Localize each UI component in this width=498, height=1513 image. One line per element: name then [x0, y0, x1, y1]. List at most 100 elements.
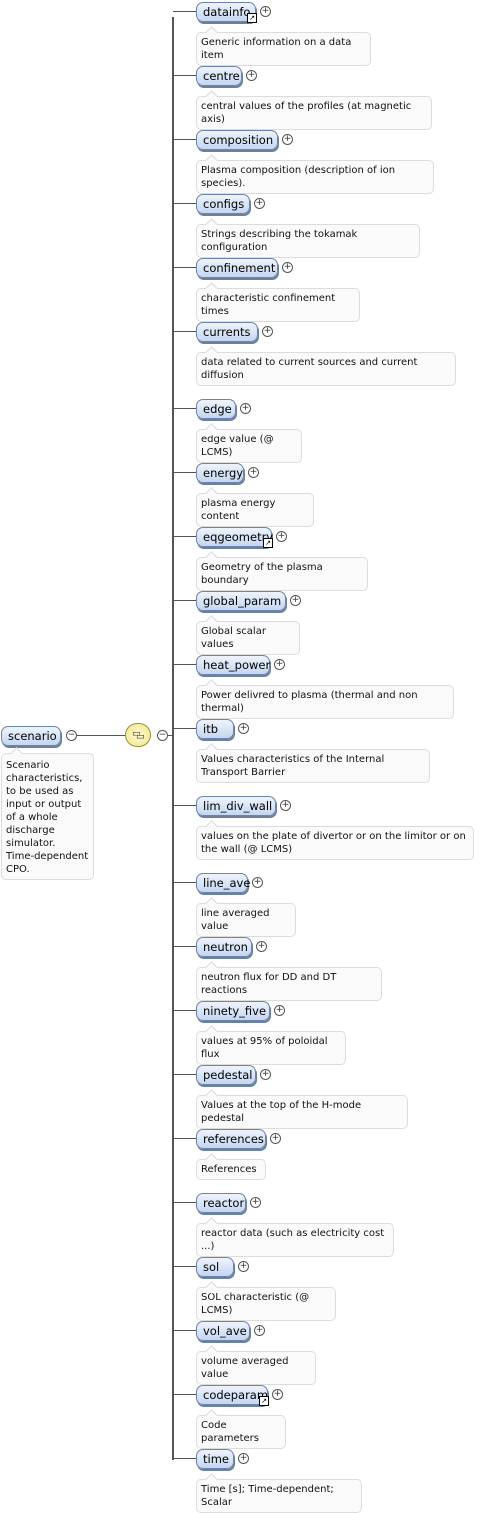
element-datainfo[interactable]: datainfo↗: [196, 2, 257, 23]
element-itb[interactable]: itb: [196, 719, 234, 739]
expand-icon[interactable]: +: [260, 1069, 271, 1080]
element-label: line_ave: [203, 876, 251, 890]
root-documentation: Scenario characteristics, to be used as …: [1, 747, 94, 880]
doc-line: values on the plate of divertor or on th…: [201, 831, 466, 842]
expand-icon[interactable]: +: [260, 6, 271, 17]
element-label: time: [203, 1452, 229, 1466]
element-documentation: values on the plate of divertor or on th…: [196, 820, 474, 860]
expand-icon[interactable]: +: [274, 659, 285, 670]
child-connector: [173, 1394, 196, 1395]
child-connector: [173, 1458, 196, 1459]
element-documentation: neutron flux for DD and DT reactions: [196, 961, 382, 1001]
element-pedestal[interactable]: pedestal: [196, 1065, 256, 1085]
element-documentation: Time [s]; Time-dependent; Scalar: [196, 1473, 362, 1513]
doc-line: characteristic confinement times: [201, 293, 336, 317]
element-ninety-five[interactable]: ninety_five: [196, 1001, 270, 1021]
element-line-ave[interactable]: line_ave: [196, 873, 251, 893]
element-heat-power[interactable]: heat_power: [196, 655, 270, 675]
reference-arrow-icon: ↗: [263, 538, 273, 548]
doc-line: line averaged value: [201, 908, 270, 932]
expand-icon[interactable]: +: [282, 262, 293, 273]
doc-line: SOL characteristic (@ LCMS): [201, 1292, 310, 1316]
element-eqgeometry[interactable]: eqgeometry↗: [196, 527, 274, 548]
doc-line: Values characteristics of the Internal: [201, 754, 385, 765]
child-connector: [173, 1010, 196, 1011]
root-label: scenario: [8, 729, 57, 743]
element-documentation: Plasma composition (description of ion s…: [196, 154, 434, 194]
element-vol-ave[interactable]: vol_ave: [196, 1321, 250, 1341]
element-lim-div-wall[interactable]: lim_div_wall: [196, 796, 276, 816]
expand-icon[interactable]: +: [254, 198, 265, 209]
root-doc-line: discharge: [6, 825, 55, 836]
element-label: itb: [203, 722, 219, 736]
element-label: configs: [203, 197, 245, 211]
root-doc-line: CPO.: [6, 864, 30, 875]
expand-icon[interactable]: +: [276, 531, 287, 542]
expand-icon[interactable]: +: [246, 70, 257, 81]
expand-icon[interactable]: +: [250, 1197, 261, 1208]
element-documentation: reactor data (such as electricity cost .…: [196, 1217, 394, 1257]
expand-icon[interactable]: +: [238, 1453, 249, 1464]
expand-icon[interactable]: +: [248, 467, 259, 478]
doc-line: Global scalar values: [201, 626, 266, 650]
expand-icon[interactable]: +: [240, 403, 251, 414]
expand-icon[interactable]: +: [280, 800, 291, 811]
element-centre[interactable]: centre: [196, 66, 242, 86]
element-label: codeparam: [203, 1388, 269, 1402]
element-global-param[interactable]: global_param: [196, 591, 286, 611]
element-references[interactable]: references: [196, 1129, 266, 1149]
expand-icon[interactable]: +: [254, 1325, 265, 1336]
element-label: datainfo: [203, 5, 251, 19]
element-currents[interactable]: currents: [196, 322, 258, 342]
doc-line: Transport Barrier: [201, 767, 286, 778]
element-time[interactable]: time: [196, 1449, 234, 1469]
element-reactor[interactable]: reactor: [196, 1193, 246, 1213]
element-documentation: line averaged value: [196, 897, 296, 937]
expand-icon[interactable]: +: [270, 1133, 281, 1144]
expand-icon[interactable]: +: [290, 595, 301, 606]
tree-trunk-line: [172, 17, 174, 1460]
element-documentation: values at 95% of poloidal flux: [196, 1025, 346, 1065]
sequence-compositor-icon[interactable]: ▭▭: [125, 723, 151, 747]
element-label: confinement: [203, 261, 276, 275]
element-documentation: SOL characteristic (@ LCMS): [196, 1281, 336, 1321]
expand-icon[interactable]: +: [238, 723, 249, 734]
element-label: edge: [203, 402, 232, 416]
element-label: vol_ave: [203, 1324, 247, 1338]
child-connector: [173, 75, 196, 76]
element-documentation: Values at the top of the H-mode pedestal: [196, 1089, 408, 1129]
element-label: sol: [203, 1260, 220, 1274]
expand-icon[interactable]: +: [282, 134, 293, 145]
element-energy[interactable]: energy: [196, 463, 244, 483]
root-doc-line: of a whole: [6, 812, 58, 823]
doc-line: values at 95% of poloidal flux: [201, 1036, 328, 1060]
element-composition[interactable]: composition: [196, 130, 278, 150]
doc-line: volume averaged value: [201, 1356, 289, 1380]
element-label: neutron: [203, 940, 248, 954]
root-element-scenario[interactable]: scenario: [1, 726, 61, 746]
element-configs[interactable]: configs: [196, 194, 250, 214]
expand-icon[interactable]: +: [256, 941, 267, 952]
child-connector: [173, 139, 196, 140]
child-connector: [173, 267, 196, 268]
element-documentation: characteristic confinement times: [196, 282, 360, 322]
expand-icon[interactable]: +: [238, 1261, 249, 1272]
expand-icon[interactable]: +: [272, 1389, 283, 1400]
doc-line: Values at the top of the H-mode pedestal: [201, 1100, 362, 1124]
expand-icon[interactable]: +: [262, 326, 273, 337]
element-edge[interactable]: edge: [196, 399, 236, 419]
doc-line: reactor data (such as electricity cost .…: [201, 1228, 385, 1252]
expand-icon[interactable]: +: [252, 877, 263, 888]
child-connector: [173, 1330, 196, 1331]
element-confinement[interactable]: confinement: [196, 258, 278, 278]
element-label: eqgeometry: [203, 530, 274, 544]
element-codeparam[interactable]: codeparam↗: [196, 1385, 269, 1406]
expand-icon[interactable]: +: [274, 1005, 285, 1016]
doc-line: central values of the profiles (at magne…: [201, 101, 412, 125]
element-neutron[interactable]: neutron: [196, 937, 252, 957]
child-connector: [173, 600, 196, 601]
element-sol[interactable]: sol: [196, 1257, 234, 1277]
root-collapse-icon[interactable]: −: [66, 730, 77, 741]
